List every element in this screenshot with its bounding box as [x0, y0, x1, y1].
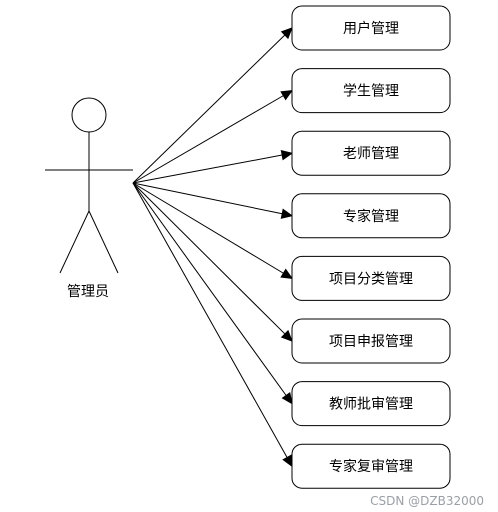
- connection-line-5: [132, 182, 284, 274]
- use-case-box: [291, 68, 451, 114]
- use-case-label: 用户管理: [343, 20, 399, 37]
- arrow-head-icon: [282, 454, 293, 468]
- use-case-5: 项目分类管理: [291, 255, 451, 301]
- use-case-label: 老师管理: [343, 146, 399, 162]
- actor-left-leg: [59, 210, 90, 274]
- actor-right-leg: [88, 210, 119, 274]
- use-case-box: [291, 193, 451, 239]
- use-case-box: [291, 5, 451, 51]
- use-case-label: 项目分类管理: [329, 271, 413, 287]
- use-case-label: 项目申报管理: [329, 334, 413, 350]
- use-case-7: 教师批审管理: [291, 381, 451, 427]
- use-case-8: 专家复审管理: [291, 443, 451, 489]
- use-case-label: 专家复审管理: [329, 458, 413, 475]
- connection-line-2: [132, 95, 284, 184]
- arrow-head-icon: [281, 391, 293, 405]
- arrow-head-icon: [280, 208, 294, 219]
- arrow-head-icon: [280, 89, 294, 101]
- use-case-label: 教师批审管理: [329, 397, 413, 413]
- arrow-head-icon: [280, 329, 293, 342]
- arrow-head-icon: [280, 149, 294, 161]
- use-case-1: 用户管理: [291, 5, 451, 51]
- connection-line-6: [132, 182, 286, 335]
- actor-label: 管理员: [67, 284, 109, 300]
- connection-line-7: [132, 182, 287, 396]
- arrow-head-icon: [280, 27, 293, 40]
- connection-line-3: [132, 154, 283, 184]
- use-case-3: 老师管理: [291, 130, 451, 176]
- use-case-box: [291, 381, 451, 427]
- use-case-box: [291, 255, 451, 301]
- use-case-label: 专家管理: [343, 208, 399, 225]
- use-case-2: 学生管理: [291, 68, 451, 114]
- actor-figure: 管理员: [45, 97, 133, 300]
- connections: [132, 27, 294, 468]
- connection-line-8: [132, 182, 288, 458]
- connection-line-4: [132, 182, 283, 215]
- arrow-head-icon: [280, 268, 294, 280]
- actor-head: [71, 97, 107, 133]
- use-case-label: 学生管理: [343, 84, 399, 100]
- use-case-box: [291, 318, 451, 364]
- watermark-text: CSDN @DZB32000: [370, 494, 484, 508]
- connection-line-1: [132, 34, 286, 184]
- use-case-6: 项目申报管理: [291, 318, 451, 364]
- use-case-box: [291, 443, 451, 489]
- use-case-4: 专家管理: [291, 193, 451, 239]
- use-case-box: [291, 130, 451, 176]
